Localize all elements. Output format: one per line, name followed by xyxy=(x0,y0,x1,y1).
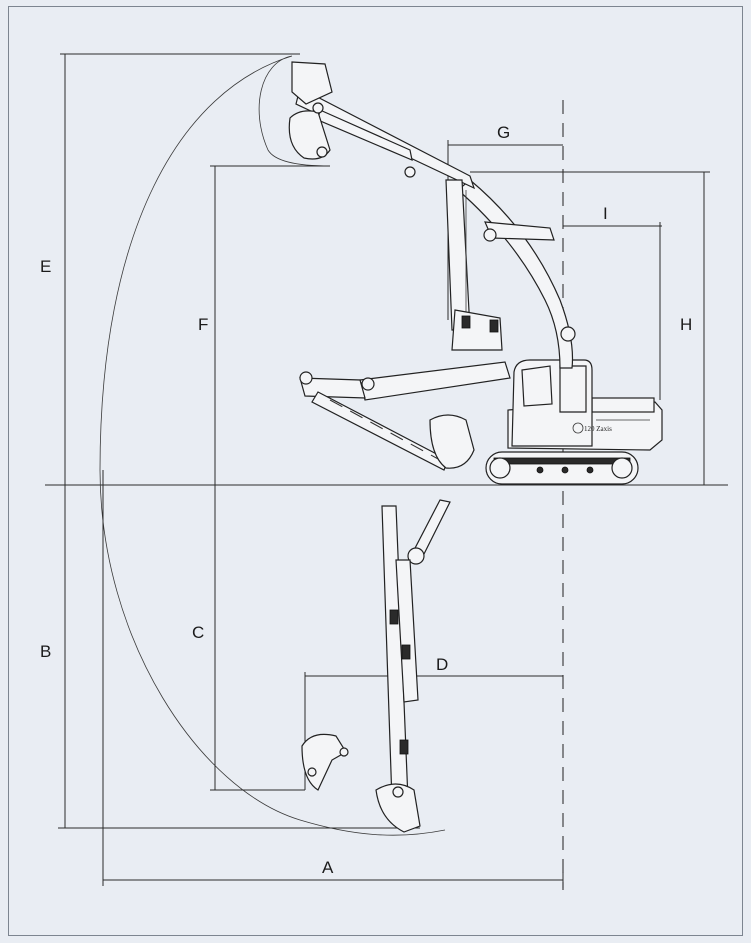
bucket-top-position xyxy=(288,61,333,160)
boom-ground-level xyxy=(299,361,511,471)
crawler-track xyxy=(485,451,639,485)
label-i: I xyxy=(603,204,608,223)
label-f: F xyxy=(198,315,208,334)
excavator-machine: 120 Zaxis xyxy=(288,61,663,833)
dimension-e: E xyxy=(40,53,300,486)
dimension-a: A xyxy=(102,470,564,888)
cab-model-badge: 120 Zaxis xyxy=(584,425,612,433)
dimension-b: B xyxy=(40,485,420,829)
label-h: H xyxy=(680,315,692,334)
arm-below-ground xyxy=(381,499,451,803)
dimension-i: I xyxy=(563,204,662,400)
dimension-f: F xyxy=(198,165,330,485)
operator-cab: 120 Zaxis xyxy=(511,359,612,447)
boom-raised xyxy=(295,87,576,369)
diagram-border xyxy=(8,6,743,936)
dimension-h: H xyxy=(470,171,710,485)
label-b: B xyxy=(40,642,51,661)
dimension-c: C xyxy=(192,485,305,791)
label-e: E xyxy=(40,257,51,276)
label-c: C xyxy=(192,623,204,642)
bucket-reach-position xyxy=(301,733,349,791)
label-d: D xyxy=(436,655,448,674)
label-a: A xyxy=(322,858,334,877)
dimension-d: D xyxy=(304,655,563,790)
label-g: G xyxy=(497,123,510,142)
bucket-deepest-position xyxy=(375,783,421,833)
working-range-envelope xyxy=(99,55,446,836)
